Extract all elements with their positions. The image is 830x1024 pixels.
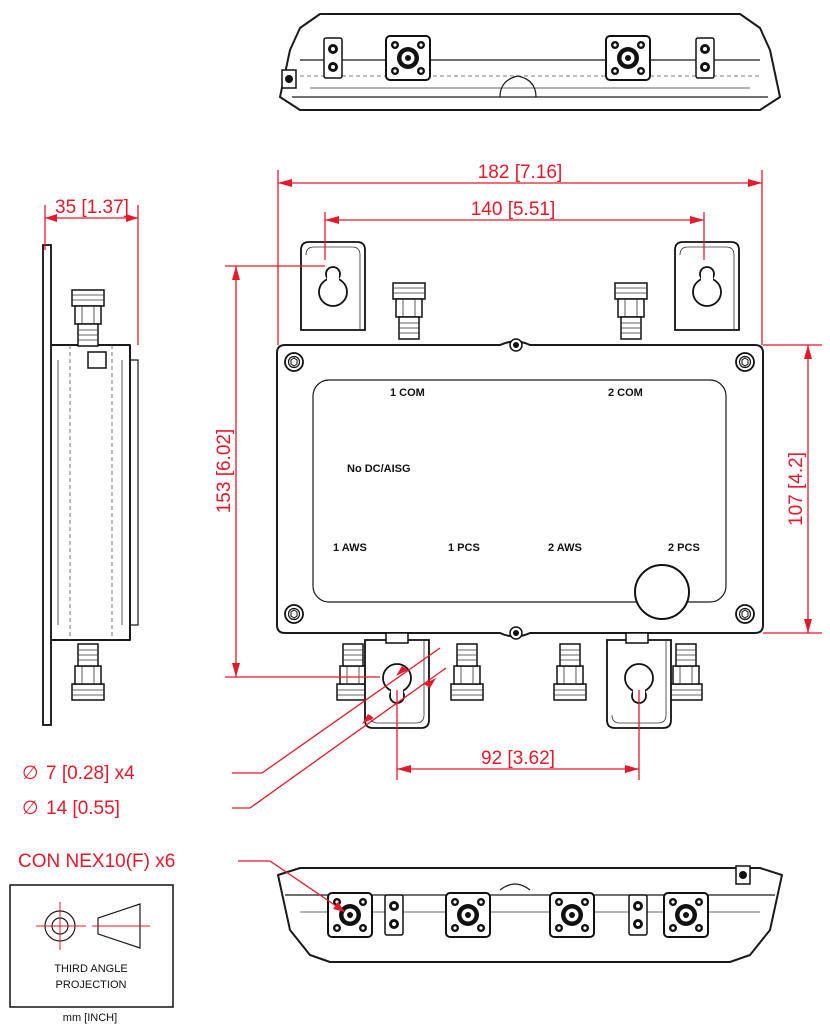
diameter-symbol-large: ∅ <box>22 798 39 819</box>
top-view <box>279 13 781 111</box>
label-no-dc-aisg: No DC/AISG <box>347 463 411 475</box>
dim-mount-width: 140 [5.51] <box>471 199 556 220</box>
units-note: mm [INCH] <box>63 1012 117 1024</box>
label-2-pcs: 2 PCS <box>668 542 700 554</box>
callout-connector: CON NEX10(F) x6 <box>18 851 175 872</box>
label-1-pcs: 1 PCS <box>448 542 480 554</box>
dim-bottom-spacing: 92 [3.62] <box>481 748 555 769</box>
label-2-com: 2 COM <box>608 387 643 399</box>
label-1-aws: 1 AWS <box>333 542 367 554</box>
dim-depth: 35 [1.37] <box>55 197 129 218</box>
dim-hole-large: 14 [0.55] <box>46 798 120 819</box>
dim-body-height: 107 [4.2] <box>786 452 807 526</box>
label-1-com: 1 COM <box>390 387 425 399</box>
bottom-view <box>277 865 783 963</box>
side-view <box>42 244 139 726</box>
projection-symbol: THIRD ANGLE PROJECTION mm [INCH] <box>9 884 174 1024</box>
projection-line1: THIRD ANGLE <box>54 963 127 975</box>
dimensions: 182 [7.16] 140 [5.51] 35 [1.37] 153 [6.0… <box>18 162 822 913</box>
label-2-aws: 2 AWS <box>548 542 582 554</box>
dim-overall-width: 182 [7.16] <box>478 162 563 183</box>
projection-line2: PROJECTION <box>56 979 127 991</box>
dim-hole-small: 7 [0.28] x4 <box>46 763 135 784</box>
dim-overall-height: 153 [6.02] <box>214 429 235 514</box>
diameter-symbol-small: ∅ <box>22 763 39 784</box>
front-view: 1 COM 2 COM No DC/AISG 1 AWS 1 PCS 2 AWS… <box>276 241 764 729</box>
